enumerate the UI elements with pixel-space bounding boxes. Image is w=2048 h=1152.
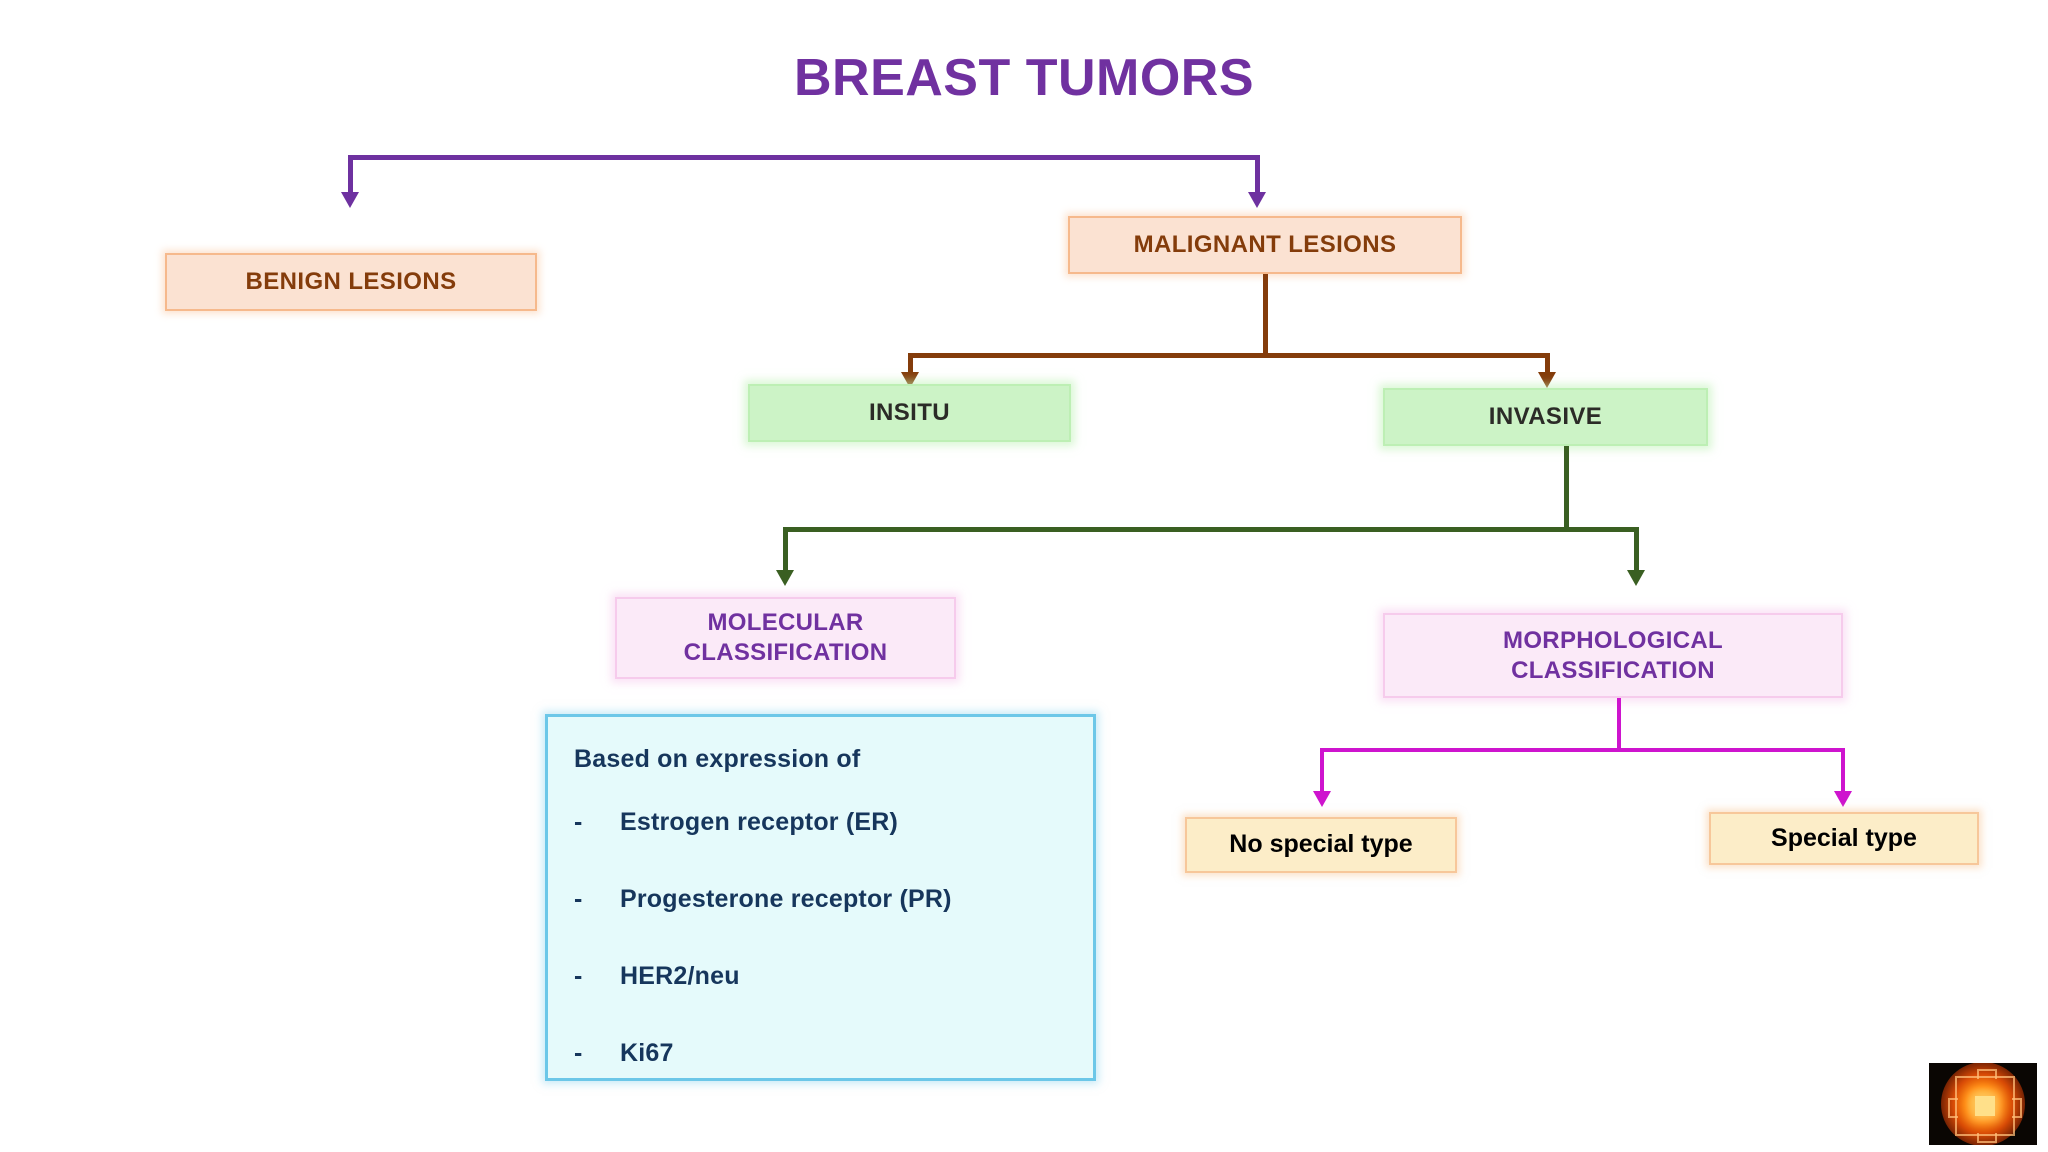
list-item: - HER2/neu <box>574 962 1067 991</box>
list-item: - Ki67 <box>574 1039 1067 1068</box>
connector-invasive-stem <box>1564 446 1569 532</box>
connector-malignant-right-stem <box>1545 353 1550 377</box>
connector-invasive-right-arrowhead <box>1627 570 1645 586</box>
connector-malignant-left-stem <box>908 353 913 377</box>
node-insitu-label: INSITU <box>868 399 951 426</box>
node-malignant-lesions[interactable]: MALIGNANT LESIONS <box>1068 216 1462 274</box>
connector-invasive-horizontal <box>783 527 1639 532</box>
connector-root-right-stem <box>1255 155 1260 195</box>
node-benign-lesions-label: BENIGN LESIONS <box>245 268 457 295</box>
node-special-type[interactable]: Special type <box>1709 812 1979 865</box>
node-morphological-classification-label: MORPHOLOGICAL CLASSIFICATION <box>1503 626 1723 686</box>
node-molecular-classification-line1: MOLECULAR <box>707 609 864 636</box>
logo-gate-bottom <box>1977 1133 1997 1143</box>
node-malignant-lesions-label: MALIGNANT LESIONS <box>1133 231 1397 258</box>
bullet-dash-icon: - <box>574 962 583 990</box>
connector-root-left-stem <box>348 155 353 195</box>
connector-malignant-right-arrowhead <box>1538 372 1556 388</box>
logo-gate-top <box>1977 1069 1997 1079</box>
bullet-dash-icon: - <box>574 808 583 836</box>
node-molecular-classification[interactable]: MOLECULAR CLASSIFICATION <box>615 597 956 679</box>
logo-yantra-frame <box>1948 1069 2022 1143</box>
connector-malignant-stem <box>1263 274 1268 358</box>
connector-root-left-arrowhead <box>341 192 359 208</box>
node-insitu[interactable]: INSITU <box>748 384 1071 442</box>
molecular-criteria-list: - Estrogen receptor (ER) - Progesterone … <box>574 808 1067 1068</box>
connector-morphological-stem <box>1617 698 1621 750</box>
connector-morphological-horizontal <box>1320 748 1845 752</box>
connector-invasive-left-arrowhead <box>776 570 794 586</box>
list-item-label: Progesterone receptor (PR) <box>620 885 952 913</box>
node-morphological-classification-line1: MORPHOLOGICAL <box>1503 626 1723 654</box>
logo-gate-left <box>1948 1098 1958 1118</box>
logo-gate-right <box>2012 1098 2022 1118</box>
connector-invasive-left-stem <box>783 527 788 573</box>
connector-root-right-arrowhead <box>1248 192 1266 208</box>
node-morphological-classification[interactable]: MORPHOLOGICAL CLASSIFICATION <box>1383 613 1843 698</box>
node-no-special-type[interactable]: No special type <box>1185 817 1457 873</box>
node-morphological-classification-line2: CLASSIFICATION <box>1511 656 1715 684</box>
bullet-dash-icon: - <box>574 885 583 913</box>
node-molecular-classification-label: MOLECULAR CLASSIFICATION <box>684 608 888 668</box>
connector-morphological-right-arrowhead <box>1834 791 1852 807</box>
bullet-dash-icon: - <box>574 1039 583 1067</box>
list-item: - Estrogen receptor (ER) <box>574 808 1067 837</box>
node-molecular-classification-line2: CLASSIFICATION <box>683 639 888 666</box>
molecular-criteria-panel: Based on expression of - Estrogen recept… <box>545 714 1096 1081</box>
node-benign-lesions[interactable]: BENIGN LESIONS <box>165 253 537 311</box>
connector-root-horizontal <box>348 155 1260 160</box>
node-no-special-type-label: No special type <box>1229 830 1413 859</box>
node-special-type-label: Special type <box>1771 823 1917 852</box>
connector-morphological-right-stem <box>1841 748 1845 794</box>
list-item-label: Ki67 <box>620 1039 674 1067</box>
molecular-criteria-heading: Based on expression of <box>574 745 861 773</box>
connector-invasive-right-stem <box>1634 527 1639 573</box>
page-title: BREAST TUMORS <box>793 49 1255 107</box>
yantra-mandala-icon <box>1929 1063 2037 1145</box>
node-invasive[interactable]: INVASIVE <box>1383 388 1708 446</box>
list-item-label: HER2/neu <box>620 962 740 990</box>
connector-morphological-left-arrowhead <box>1313 791 1331 807</box>
connector-morphological-left-stem <box>1320 748 1324 794</box>
list-item: - Progesterone receptor (PR) <box>574 885 1067 914</box>
list-item-label: Estrogen receptor (ER) <box>620 808 899 836</box>
node-invasive-label: INVASIVE <box>1488 403 1603 430</box>
connector-malignant-horizontal <box>908 353 1550 358</box>
